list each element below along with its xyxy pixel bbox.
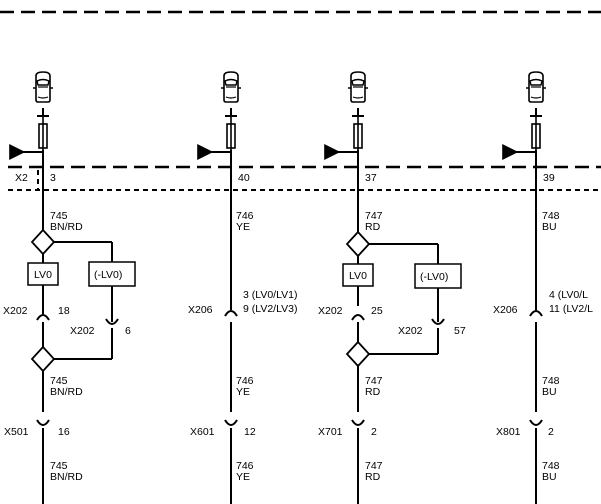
connector-x501-label: X501	[4, 426, 29, 438]
connector-icon	[529, 419, 543, 426]
pin-top-label: 37	[365, 172, 377, 184]
connector-x701-label: X701	[318, 426, 343, 438]
option-label: (-LV0)	[94, 269, 122, 281]
connector-x202-label: X202	[70, 325, 95, 337]
wire-number: 748	[542, 460, 560, 472]
splice-diamond-icon	[345, 230, 371, 258]
option-label: LV0	[34, 269, 52, 281]
pin-bottom-label: 2	[371, 426, 377, 438]
option-label: LV0	[349, 270, 367, 282]
connector-x206-label: X206	[188, 304, 213, 316]
connector-icon	[224, 310, 238, 317]
pin-mid-label: 3 (LV0/LV1)	[243, 289, 297, 301]
connector-icon	[36, 314, 50, 321]
connector-x202-label: X202	[318, 305, 343, 317]
option-box-not-lv0	[88, 261, 136, 287]
connector-x206-label: X206	[493, 304, 518, 316]
circuit-column-746: 40 746 YE X206 3 (LV0/LV1) 9 (LV2/LV3) 7…	[188, 71, 297, 504]
connector-x202-label: X202	[398, 325, 423, 337]
pin-mid-label: 4 (LV0/L	[549, 289, 588, 301]
pin-mid-label: 6	[125, 325, 131, 337]
pin-mid-label: 57	[454, 325, 466, 337]
wire-number: 748	[542, 375, 560, 387]
wire-color: BN/RD	[50, 386, 83, 398]
pin-mid-label: 9 (LV2/LV3)	[243, 303, 297, 315]
wire-number: 746	[236, 460, 254, 472]
wire-number: 746	[236, 375, 254, 387]
connector-icon	[529, 310, 543, 317]
wire-color: YE	[236, 471, 250, 483]
option-box-not-lv0	[414, 263, 462, 289]
pin-bottom-label: 12	[244, 426, 256, 438]
pin-mid-label: 18	[58, 305, 70, 317]
splice-diamond-icon	[30, 345, 56, 373]
circuit-column-748: 39 748 BU X206 4 (LV0/L 11 (LV2/L 748 BU…	[493, 71, 593, 504]
circuit-column-747: 37 747 RD LV0 (-LV0) X202 25 X202 57 747…	[318, 71, 466, 504]
wire-color: BU	[542, 471, 557, 483]
connector-x2-label: X2	[15, 172, 28, 184]
wire-color: BN/RD	[50, 221, 83, 233]
connector-icon	[431, 318, 445, 325]
wire-color: BU	[542, 386, 557, 398]
connector-icon	[351, 314, 365, 321]
pin-bottom-label: 16	[58, 426, 70, 438]
wire-number: 747	[365, 460, 383, 472]
car-icon	[32, 71, 54, 103]
connector-icon	[224, 419, 238, 426]
wire-number: 748	[542, 210, 560, 222]
wire-number: 745	[50, 375, 68, 387]
pin-mid-label: 11 (LV2/L	[549, 303, 593, 315]
wire-number: 745	[50, 210, 68, 222]
wire-color: BU	[542, 221, 557, 233]
pin-top-label: 39	[543, 172, 555, 184]
connector-icon	[351, 419, 365, 426]
wire-number: 747	[365, 375, 383, 387]
wire-color: RD	[365, 221, 381, 233]
splice-diamond-icon	[345, 340, 371, 368]
connector-x202-label: X202	[3, 305, 28, 317]
connector-icon	[105, 318, 119, 325]
connector-x801-label: X801	[496, 426, 521, 438]
pin-top-label: 3	[50, 172, 56, 184]
circuit-column-745: X2 3 745 BN/RD LV0 (-LV0) X202 18 X202 6…	[3, 71, 136, 504]
connector-icon	[36, 419, 50, 426]
wire-color: BN/RD	[50, 471, 83, 483]
wire-color: RD	[365, 386, 381, 398]
option-label: (-LV0)	[420, 271, 448, 283]
car-icon	[525, 71, 547, 103]
wire-number: 745	[50, 460, 68, 472]
splice-diamond-icon	[30, 228, 56, 256]
wire-color: YE	[236, 221, 250, 233]
car-icon	[220, 71, 242, 103]
pin-top-label: 40	[238, 172, 250, 184]
wire-color: RD	[365, 471, 381, 483]
car-icon	[347, 71, 369, 103]
wire-number: 747	[365, 210, 383, 222]
wire-number: 746	[236, 210, 254, 222]
pin-bottom-label: 2	[548, 426, 554, 438]
wire-color: YE	[236, 386, 250, 398]
pin-mid-label: 25	[371, 305, 383, 317]
connector-x601-label: X601	[190, 426, 215, 438]
